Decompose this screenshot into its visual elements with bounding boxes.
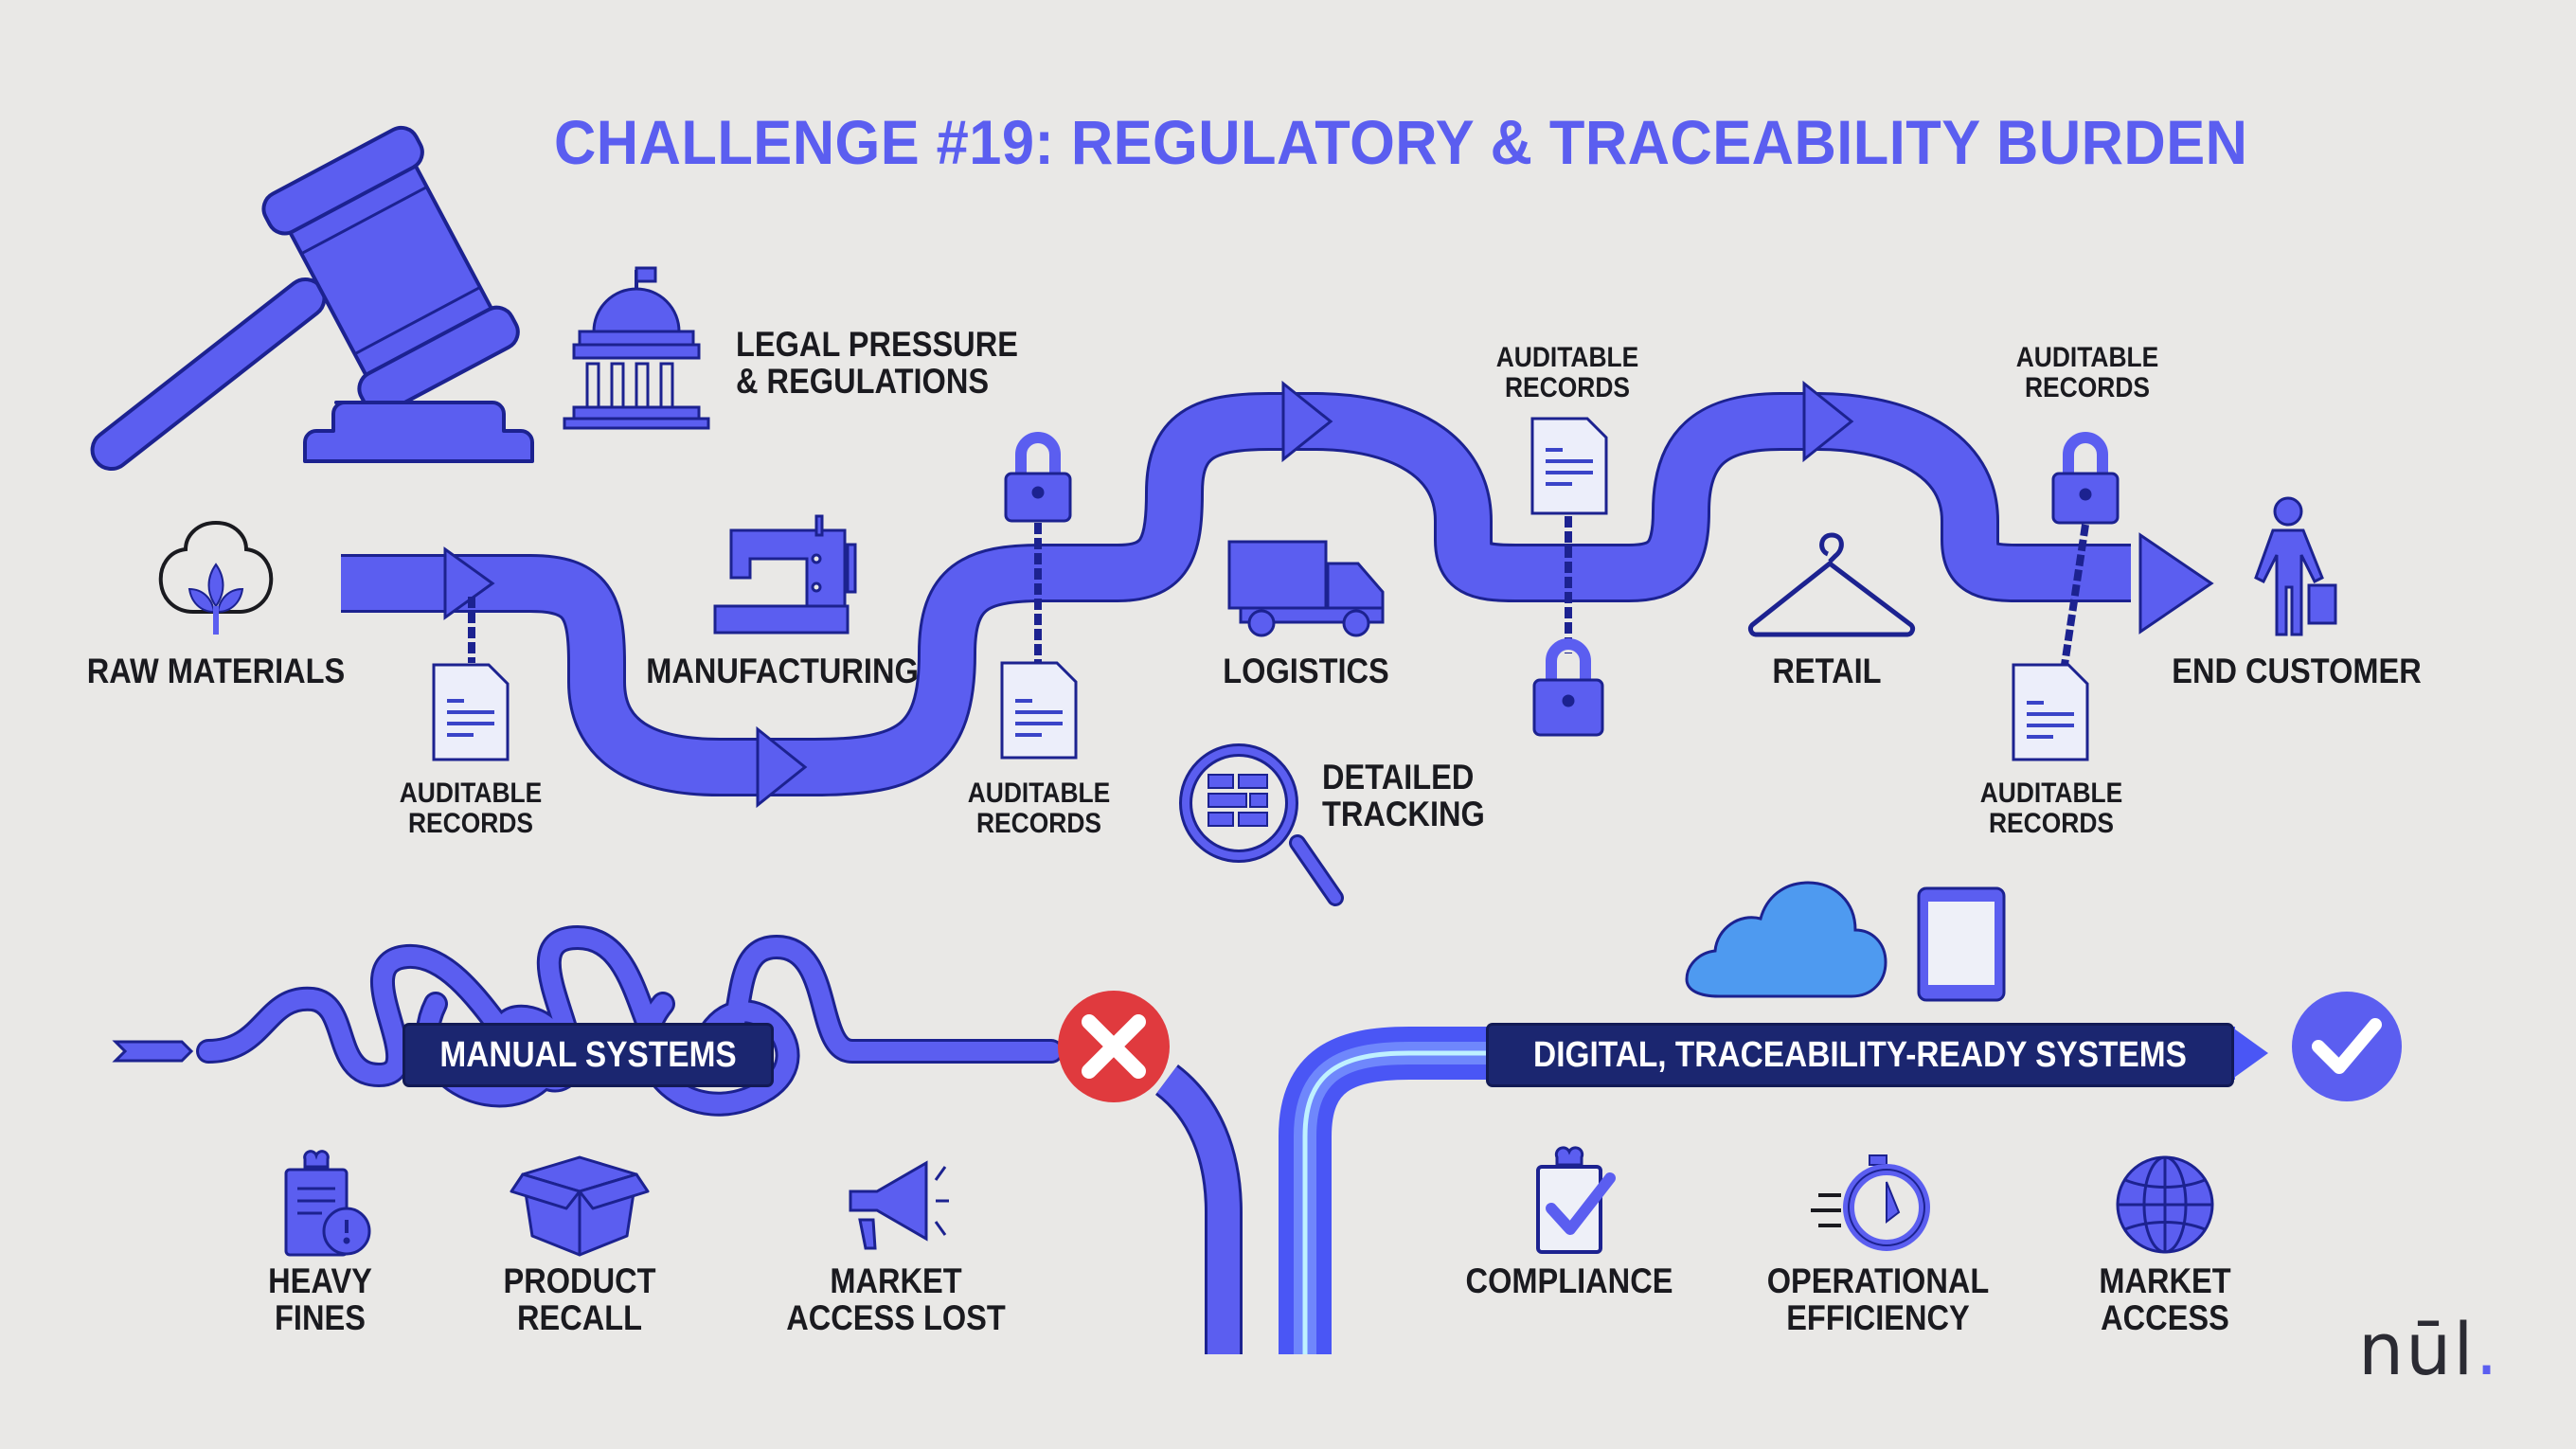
document-icon — [1000, 661, 1078, 760]
stage-raw-materials: RAW MATERIALS — [86, 652, 346, 690]
cloud-icon — [1685, 881, 1887, 998]
stopwatch-icon — [1811, 1154, 1930, 1251]
tablet-icon — [1917, 886, 2006, 1002]
clipboard-warning-icon — [284, 1150, 371, 1257]
consequence-heavy-fines: HEAVY FINES — [268, 1261, 372, 1337]
benefit-compliance: COMPLIANCE — [1465, 1261, 1673, 1300]
lock-icon — [2051, 432, 2120, 525]
hanger-icon — [1747, 532, 1916, 637]
tracking-line-1: DETAILED — [1322, 758, 1475, 796]
logo-dot: . — [2475, 1307, 2500, 1391]
record-chain-4 — [2012, 432, 2120, 761]
records-line-2: RECORDS — [2024, 371, 2150, 403]
stage-retail: RETAIL — [1772, 652, 1882, 690]
detailed-tracking-label: DETAILED TRACKING — [1322, 758, 1485, 833]
brand-logo: nūl. — [2358, 1307, 2500, 1391]
digital-pipe — [1279, 1027, 2268, 1354]
capitol-building-icon — [563, 266, 710, 430]
benefit-market-access: MARKET ACCESS — [2099, 1261, 2231, 1337]
lock-icon — [1004, 432, 1072, 523]
logo-text: nūl — [2358, 1307, 2476, 1391]
record-chain-3 — [1530, 417, 1608, 737]
benefit-line-1: OPERATIONAL — [1766, 1261, 1990, 1300]
record-chain-1 — [432, 597, 510, 761]
auditable-records-label-4: AUDITABLE RECORDS — [2016, 343, 2159, 402]
consequence-product-recall: PRODUCT RECALL — [503, 1261, 656, 1337]
records-line-1: AUDITABLE — [2015, 342, 2159, 373]
consequence-line-1: MARKET — [830, 1261, 962, 1300]
sewing-machine-icon — [713, 514, 857, 635]
arrow-heads — [443, 380, 2214, 809]
benefit-line-1: MARKET — [2099, 1261, 2231, 1300]
auditable-records-label-2: AUDITABLE RECORDS — [968, 778, 1111, 838]
benefit-operational-efficiency: OPERATIONAL EFFICIENCY — [1766, 1261, 1990, 1337]
truck-icon — [1227, 540, 1385, 637]
gavel-icon — [90, 125, 534, 472]
document-icon — [2012, 663, 2089, 761]
digital-systems-banner: DIGITAL, TRACEABILITY-READY SYSTEMS — [1489, 1026, 2231, 1084]
consequence-line-1: PRODUCT — [503, 1261, 656, 1300]
legal-pressure-label: LEGAL PRESSURE & REGULATIONS — [736, 325, 1018, 401]
consequence-market-access-lost: MARKET ACCESS LOST — [786, 1261, 1006, 1337]
magnifier-icon — [1179, 743, 1344, 906]
clipboard-check-icon — [1536, 1146, 1616, 1254]
manual-systems-text: MANUAL SYSTEMS — [439, 1034, 737, 1075]
records-line-2: RECORDS — [975, 807, 1101, 839]
stage-manufacturing: MANUFACTURING — [646, 652, 919, 690]
document-icon — [1530, 417, 1608, 515]
consequence-line-1: HEAVY — [268, 1261, 372, 1300]
benefit-line-2: EFFICIENCY — [1786, 1297, 1970, 1337]
megaphone-icon — [849, 1160, 949, 1250]
cotton-plant-icon — [158, 520, 274, 635]
records-line-2: RECORDS — [407, 807, 533, 839]
tracking-line-2: TRACKING — [1322, 794, 1485, 833]
digital-systems-text: DIGITAL, TRACEABILITY-READY SYSTEMS — [1533, 1034, 2187, 1075]
records-line-2: RECORDS — [1504, 371, 1630, 403]
globe-icon — [2116, 1155, 2214, 1254]
benefit-line-1: COMPLIANCE — [1465, 1261, 1673, 1300]
shopper-icon — [2254, 496, 2337, 636]
check-circle-icon — [2292, 992, 2402, 1101]
records-line-1: AUDITABLE — [1979, 778, 2123, 809]
consequence-line-2: ACCESS LOST — [786, 1297, 1006, 1337]
legal-line-2: & REGULATIONS — [736, 361, 990, 401]
x-circle-icon — [1058, 991, 1170, 1102]
supply-chain-path — [341, 392, 2131, 796]
records-line-1: AUDITABLE — [399, 778, 543, 809]
legal-line-1: LEGAL PRESSURE — [736, 325, 1018, 364]
records-line-1: AUDITABLE — [1495, 342, 1639, 373]
records-line-1: AUDITABLE — [967, 778, 1111, 809]
records-line-2: RECORDS — [1988, 807, 2114, 839]
lock-icon — [1532, 638, 1604, 737]
document-icon — [432, 663, 510, 761]
page-title: CHALLENGE #19: REGULATORY & TRACEABILITY… — [554, 107, 2248, 177]
box-icon — [510, 1155, 650, 1257]
record-chain-2 — [1000, 432, 1078, 760]
auditable-records-label-5: AUDITABLE RECORDS — [1980, 778, 2123, 838]
benefit-line-2: ACCESS — [2101, 1297, 2229, 1337]
failed-pipe — [1154, 1064, 1243, 1354]
manual-systems-banner: MANUAL SYSTEMS — [405, 1026, 771, 1084]
auditable-records-label-3: AUDITABLE RECORDS — [1496, 343, 1639, 402]
consequence-line-2: FINES — [275, 1297, 366, 1337]
stage-end-customer: END CUSTOMER — [2172, 652, 2422, 690]
stage-logistics: LOGISTICS — [1223, 652, 1389, 690]
consequence-line-2: RECALL — [516, 1297, 643, 1337]
auditable-records-label-1: AUDITABLE RECORDS — [400, 778, 543, 838]
